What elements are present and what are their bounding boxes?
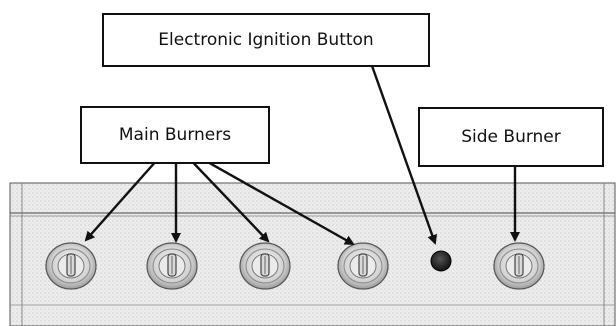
knob-inner-ring (499, 248, 539, 284)
main-burner-knob-2[interactable] (146, 242, 198, 290)
arrow-main-4 (189, 150, 355, 246)
electronic-ignition-button[interactable] (430, 250, 452, 272)
arrow-ignition (369, 62, 438, 245)
ignition-button-label: Electronic Ignition Button (102, 13, 430, 67)
main-burner-knob-1[interactable] (45, 242, 97, 290)
main-burner-knob-4[interactable] (337, 242, 389, 290)
arrow-main-3 (182, 151, 270, 243)
arrow-main-1 (84, 150, 166, 242)
callout-arrows (84, 62, 520, 246)
main-burners-label: Main Burners (80, 106, 270, 164)
knob-inner-ring (152, 248, 192, 284)
side-burner-knob[interactable] (493, 242, 545, 290)
knob-inner-ring (343, 248, 383, 284)
knob-inner-ring (51, 248, 91, 284)
knob-inner-ring (245, 248, 285, 284)
side-burner-label: Side Burner (418, 107, 604, 167)
main-burner-knob-3[interactable] (239, 242, 291, 290)
